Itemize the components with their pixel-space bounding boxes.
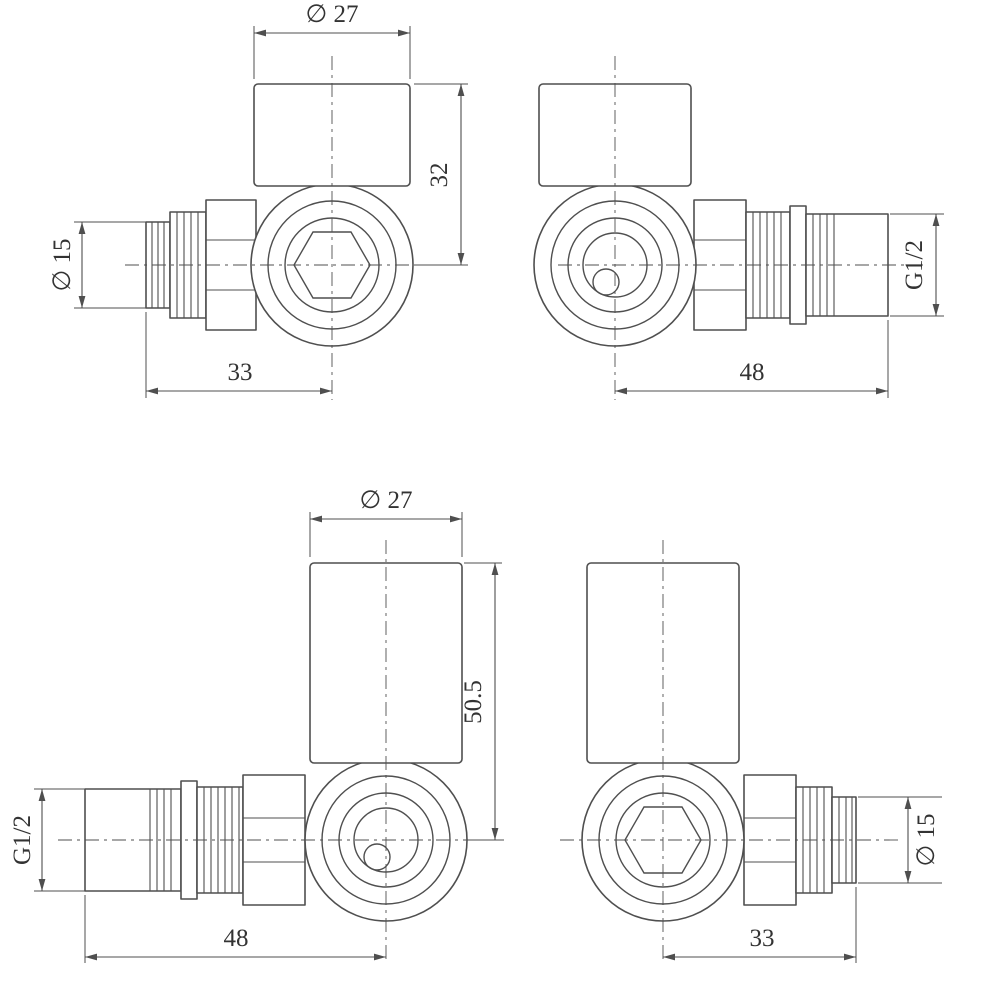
- dimension-bottom-length: 33: [663, 887, 857, 963]
- pin-hole: [363, 843, 391, 871]
- dimension-label: ∅ 27: [359, 487, 412, 514]
- pin-hole: [592, 268, 620, 296]
- valve-view-top-left: ∅ 27 32 ∅ 15 33: [49, 1, 468, 400]
- dimension-right-height: 50.5: [460, 562, 502, 841]
- dimension-label: G1/2: [9, 815, 36, 865]
- dimension-label: ∅ 15: [913, 813, 940, 866]
- dimension-label: 32: [426, 163, 453, 188]
- dimension-right-height: 32: [414, 83, 468, 266]
- valve-view-bottom-left: ∅ 27 50.5 G1/2 48: [9, 487, 505, 963]
- dimension-top-diameter: ∅ 27: [253, 1, 411, 79]
- dimension-label: 33: [750, 925, 775, 952]
- dimension-label: 50.5: [460, 680, 487, 724]
- dimension-label: G1/2: [901, 240, 928, 290]
- dimension-left-thread: G1/2: [9, 788, 85, 892]
- dimension-bottom-length: 48: [84, 895, 386, 963]
- dimension-right-thread: G1/2: [890, 213, 944, 317]
- dimension-label: ∅ 15: [49, 238, 76, 291]
- dimension-label: 48: [224, 925, 249, 952]
- valve-view-bottom-right: ∅ 15 33: [560, 540, 942, 963]
- valve-view-top-right: G1/2 48: [533, 56, 944, 400]
- dimension-top-diameter: ∅ 27: [309, 487, 463, 557]
- dimension-label: 48: [740, 359, 765, 386]
- dimension-left-diameter: ∅ 15: [49, 221, 146, 309]
- dimension-bottom-length: 48: [615, 320, 889, 398]
- dimension-label: ∅ 27: [305, 1, 358, 28]
- dimension-label: 33: [228, 359, 253, 386]
- dimension-bottom-length: 33: [145, 312, 332, 398]
- dimension-right-diameter: ∅ 15: [858, 796, 942, 884]
